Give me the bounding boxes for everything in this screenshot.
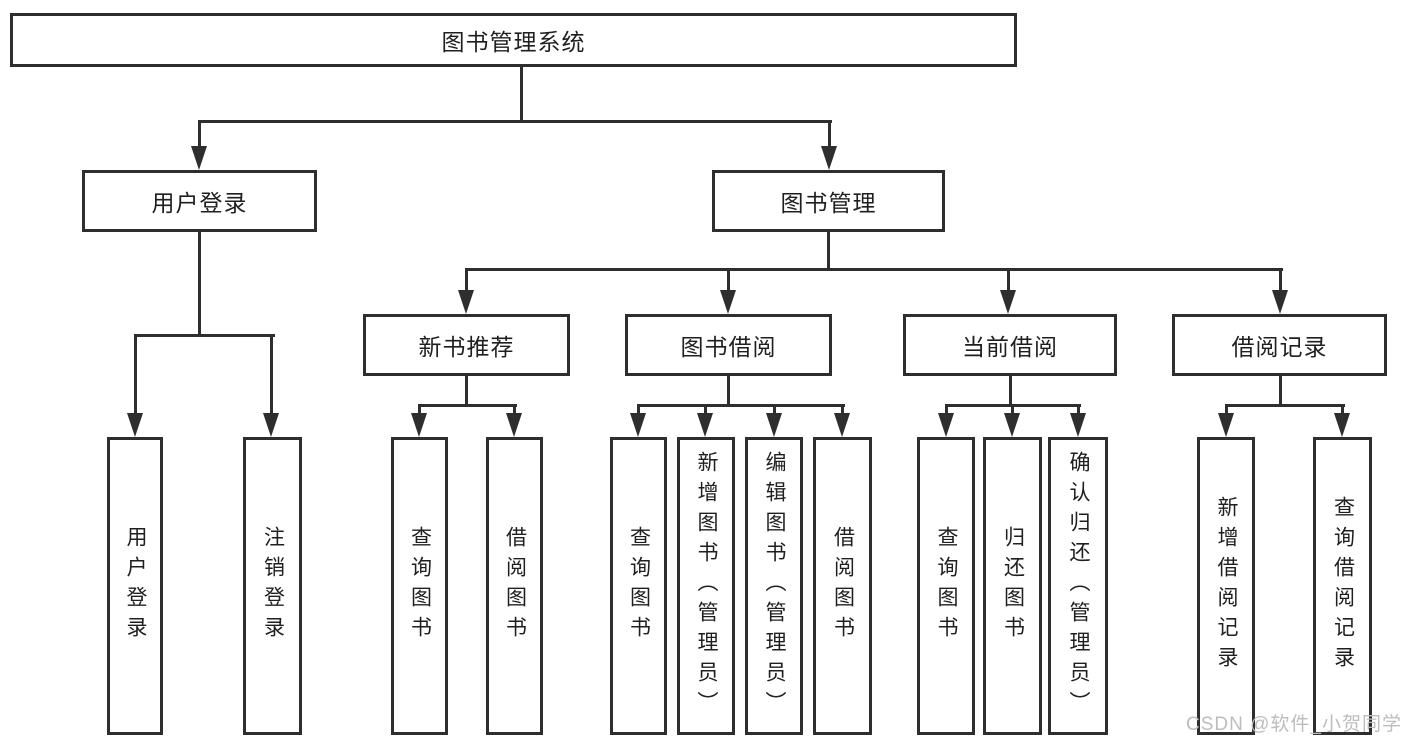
arrow-down-icon (821, 146, 837, 170)
node-new-book-recommend: 新书推荐 (363, 314, 570, 376)
arrow-down-icon (834, 413, 850, 437)
arrow-down-icon (938, 413, 954, 437)
connector-line (1279, 268, 1282, 294)
connector-line (827, 232, 830, 271)
connector-line (513, 404, 516, 417)
leaf-borrow-books: 借阅图书 (813, 437, 872, 735)
connector-line (1225, 404, 1345, 407)
arrow-down-icon (1000, 290, 1016, 314)
leaf-label: 编辑图书（管理员） (763, 451, 786, 721)
connector-line (198, 120, 201, 150)
leaf-logout: 注销登录 (243, 437, 302, 735)
leaf-label: 注销登录 (261, 526, 285, 646)
arrow-down-icon (1218, 413, 1234, 437)
node-book-management: 图书管理 (712, 170, 945, 232)
leaf-recommend-borrow-books: 借阅图书 (486, 437, 543, 735)
connector-line (727, 376, 730, 407)
leaf-label: 查询图书 (627, 526, 651, 646)
arrow-down-icon (720, 290, 736, 314)
connector-line (198, 232, 201, 336)
connector-line (1341, 404, 1344, 417)
arrow-down-icon (127, 413, 143, 437)
connector-line (704, 404, 707, 417)
node-user-login: 用户登录 (82, 170, 317, 232)
leaf-label: 归还图书 (1001, 526, 1025, 646)
node-label: 用户登录 (151, 190, 248, 216)
arrow-down-icon (1334, 413, 1350, 437)
node-label: 借阅记录 (1231, 334, 1328, 360)
leaf-label: 借阅图书 (831, 526, 855, 646)
leaf-label: 查询图书 (408, 526, 432, 646)
leaf-label: 查询借阅记录 (1331, 496, 1355, 676)
connector-line (637, 404, 845, 407)
leaf-label: 用户登录 (124, 526, 147, 646)
arrow-down-icon (506, 413, 522, 437)
node-label: 图书管理 (780, 190, 877, 216)
node-library-management-system: 图书管理系统 (10, 13, 1017, 67)
leaf-user-login: 用户登录 (107, 437, 163, 735)
connector-line (1279, 376, 1282, 407)
connector-line (520, 67, 523, 122)
leaf-add-borrow-record: 新增借阅记录 (1197, 437, 1255, 735)
leaf-label: 新增借阅记录 (1215, 496, 1238, 676)
leaf-return-books: 归还图书 (983, 437, 1042, 735)
connector-line (773, 404, 776, 417)
connector-line (270, 334, 273, 417)
arrow-down-icon (630, 413, 646, 437)
connector-line (1009, 376, 1012, 407)
connector-line (1077, 404, 1080, 417)
connector-line (418, 404, 517, 407)
leaf-current-query-books: 查询图书 (917, 437, 975, 735)
arrow-down-icon (1070, 413, 1086, 437)
leaf-recommend-query-books: 查询图书 (391, 437, 448, 735)
node-borrowing-records: 借阅记录 (1172, 314, 1387, 376)
connector-line (198, 120, 832, 123)
leaf-confirm-return-admin: 确认归还（管理员） (1048, 437, 1108, 735)
leaf-label: 查询图书 (935, 526, 958, 646)
leaf-label: 借阅图书 (503, 526, 527, 646)
connector-line (1011, 404, 1014, 417)
connector-line (841, 404, 844, 417)
arrow-down-icon (191, 146, 207, 170)
node-label: 当前借阅 (962, 334, 1058, 360)
connector-line (1225, 404, 1228, 417)
arrow-down-icon (1272, 290, 1288, 314)
leaf-add-books-admin: 新增图书（管理员） (677, 437, 735, 735)
node-book-borrowing: 图书借阅 (625, 314, 832, 376)
arrow-down-icon (411, 413, 427, 437)
arrow-down-icon (766, 413, 782, 437)
leaf-edit-books-admin: 编辑图书（管理员） (745, 437, 803, 735)
connector-line (418, 404, 421, 417)
connector-line (727, 268, 730, 294)
connector-line (465, 268, 1283, 271)
leaf-label: 确认归还（管理员） (1067, 451, 1090, 721)
arrow-down-icon (1004, 413, 1020, 437)
node-label: 图书管理系统 (441, 29, 586, 55)
arrow-down-icon (697, 413, 713, 437)
connector-line (134, 334, 275, 337)
connector-line (828, 120, 831, 150)
connector-line (134, 334, 137, 417)
node-current-borrowing: 当前借阅 (903, 314, 1117, 376)
connector-line (1007, 268, 1010, 294)
arrow-down-icon (458, 290, 474, 314)
connector-line (465, 376, 468, 407)
node-label: 图书借阅 (680, 334, 777, 360)
csdn-watermark: CSDN @软件_小贺同学 (1186, 714, 1402, 735)
connector-line (945, 404, 948, 417)
connector-line (637, 404, 640, 417)
leaf-borrowing-query-books: 查询图书 (610, 437, 667, 735)
leaf-label: 新增图书（管理员） (695, 451, 718, 721)
node-label: 新书推荐 (418, 334, 515, 360)
arrow-down-icon (263, 413, 279, 437)
connector-line (465, 268, 468, 294)
leaf-query-borrow-record: 查询借阅记录 (1313, 437, 1372, 735)
